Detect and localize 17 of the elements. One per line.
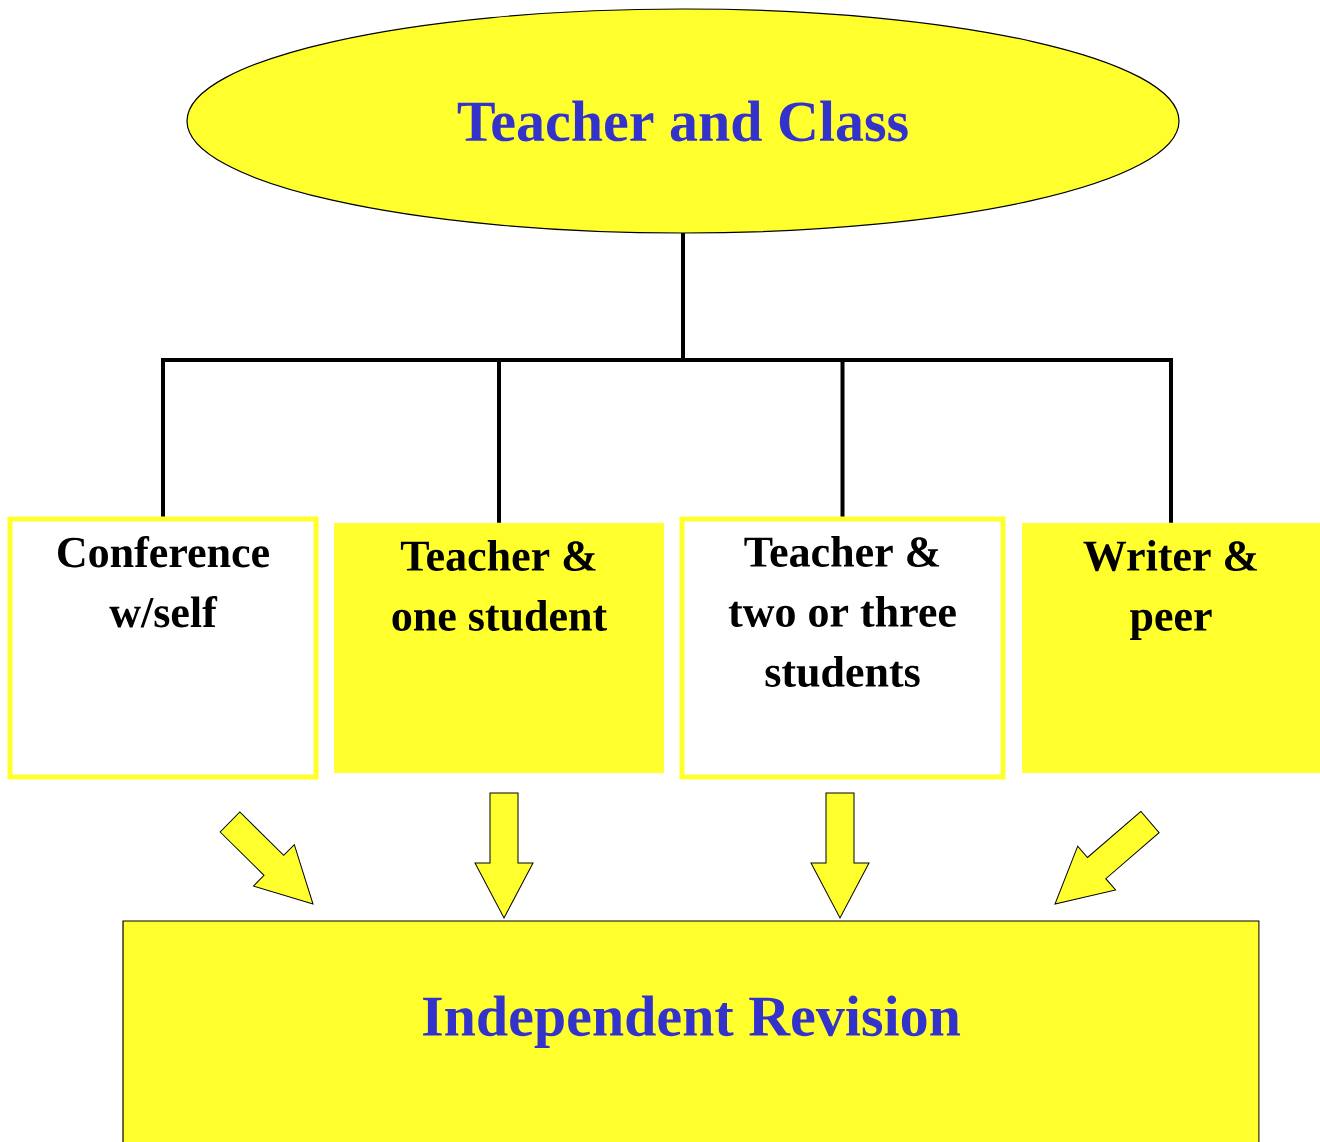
node-text: Conference w/self [58,536,269,628]
node-text: Writer & peer [1083,540,1257,640]
block-arrow [810,792,870,919]
process-box [7,516,319,780]
node-text: Teacher and Class [457,100,908,142]
connector-line [681,233,1173,523]
block-arrow [474,792,534,919]
node-text: Teacher & two or three students [728,536,956,688]
block-arrow [219,811,314,905]
process-box [334,523,664,773]
ellipse [186,8,1180,234]
block-arrow [1054,810,1160,905]
process-box [1022,523,1320,773]
node-text: Independent Revision [423,995,960,1048]
node-text: Teacher & one student [392,540,607,632]
process-box [679,516,1006,780]
process-box [122,920,1260,1142]
